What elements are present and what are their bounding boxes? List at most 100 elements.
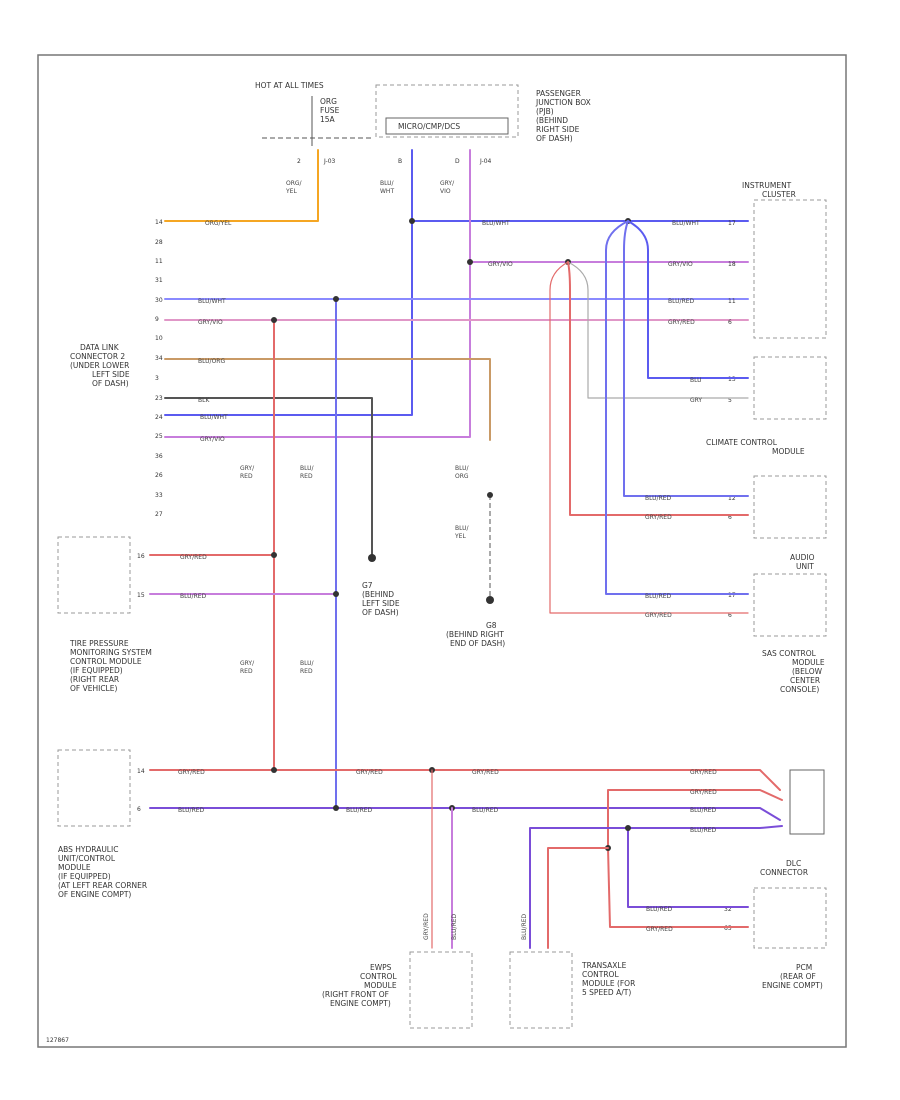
passenger-junction-box	[375, 84, 519, 138]
splice-abs-2	[333, 805, 339, 811]
wire-blu-red-audio	[605, 220, 749, 595]
wire-label-gry-vio: GRY/VIO	[440, 180, 455, 195]
svg-text:28: 28	[155, 239, 163, 246]
climate-box	[753, 475, 827, 539]
climate-pin-6: 6	[728, 514, 732, 521]
tpms-pin-16: 16	[137, 553, 145, 560]
splice-tpms-1	[271, 552, 277, 558]
svg-text:34: 34	[155, 355, 163, 362]
wire-gry-red-pcm	[607, 847, 749, 928]
cluster-pin-17: 17	[728, 220, 736, 227]
junction-inner-box	[385, 117, 509, 135]
wire-text-gry-vio-dlc: GRY/VIO	[200, 436, 225, 443]
wire-text-bus-blu-red-1: BLU/RED	[346, 807, 373, 814]
wire-label-blu-red-1: BLU/RED	[300, 465, 315, 480]
wire-org-yel	[164, 149, 319, 222]
wire-text-blu-org: BLU/ORG	[198, 358, 225, 365]
svg-text:27: 27	[155, 511, 163, 518]
wire-blu-red-dlc1-2	[529, 825, 783, 949]
wire-text-dlc1-3: BLU/RED	[690, 807, 717, 814]
wire-label-gry-red-2: GRY/RED	[240, 660, 255, 675]
wire-text-gry-sas: GRY	[690, 397, 702, 404]
wire-text-abs-blu-red: BLU/RED	[178, 807, 205, 814]
wire-text-gry-red-audio: GRY/RED	[645, 612, 672, 619]
wire-blu-red-pcm	[627, 827, 749, 908]
junction-inner-label: MICRO/CMP/DCS	[398, 122, 460, 131]
svg-text:23: 23	[155, 395, 163, 402]
splice-abs-1	[271, 767, 277, 773]
svg-text:30: 30	[155, 297, 163, 304]
wire-gry-red-bus	[149, 769, 781, 791]
wire-gry-red-audio	[549, 261, 749, 614]
svg-text:14: 14	[155, 219, 163, 226]
ground-g7	[368, 554, 376, 562]
wire-text-tcm-blu-red: BLU/RED	[521, 913, 528, 940]
wire-text-ewps-gry-red: GRY/RED	[423, 913, 430, 940]
wire-text-gry-red-tpms: GRY/RED	[180, 554, 207, 561]
wire-label-blu-org: BLU/ORG	[455, 465, 470, 480]
abs-box	[57, 749, 131, 827]
svg-text:36: 36	[155, 453, 163, 460]
wire-text-dlc1-1: GRY/RED	[690, 769, 717, 776]
wire-text-org-yel: ORG/YEL	[205, 220, 232, 227]
splice-6	[271, 317, 277, 323]
diagram-code: 127867	[46, 1037, 69, 1044]
pin-j03-num: 2	[297, 158, 301, 165]
wire-text-pcm-gry-red: GRY/RED	[646, 926, 673, 933]
wire-text-bus-gry-red-1: GRY/RED	[356, 769, 383, 776]
wire-text-dlc1-2: GRY/RED	[690, 789, 717, 796]
wire-label-blu-yel: BLU/YEL	[454, 525, 470, 540]
wire-text-blk: BLK	[198, 397, 210, 404]
cluster-pin-6: 6	[728, 319, 732, 326]
wire-label-blu-wht: BLU/WHT	[380, 180, 395, 195]
splice-3	[467, 259, 473, 265]
wire-text-blu-red-climate: BLU/RED	[645, 495, 672, 502]
splice-pcm-1	[625, 825, 631, 831]
svg-text:25: 25	[155, 433, 163, 440]
pcm-pin-65: 65	[724, 925, 732, 932]
svg-text:11: 11	[155, 258, 163, 265]
diagram-frame	[37, 54, 847, 1048]
wire-text-bus-gry-red-2: GRY/RED	[472, 769, 499, 776]
wire-text-dlc1-4: BLU/RED	[690, 827, 717, 834]
cluster-pin-11: 11	[728, 298, 736, 305]
pcm-pin-32: 32	[724, 906, 732, 913]
cluster-pin-18: 18	[728, 261, 736, 268]
wire-blu-org	[164, 358, 491, 441]
svg-text:24: 24	[155, 414, 163, 421]
dlc1-box	[789, 769, 825, 835]
wire-blu-wht-main	[164, 149, 413, 416]
wire-text-gry-vio-pin9: GRY/VIO	[198, 319, 223, 326]
tpms-box	[57, 536, 131, 614]
pin-j04-code: J-04	[479, 158, 492, 165]
pin-d: D	[455, 158, 460, 165]
wire-text-blu-wht-dlc: BLU/WHT	[200, 414, 228, 421]
wire-blu-red-bus	[149, 807, 781, 821]
svg-text:33: 33	[155, 492, 163, 499]
wire-text-blu-wht-pin30: BLU/WHT	[198, 298, 226, 305]
splice-g8	[487, 492, 493, 498]
wire-gry-sas	[567, 261, 749, 399]
wire-text-blu-wht-cluster: BLU/WHT	[482, 220, 510, 227]
wire-text-blu-wht-cluster-2: BLU/WHT	[672, 220, 700, 227]
splice-1	[409, 218, 415, 224]
sas-pin-5: 5	[728, 397, 732, 404]
wire-blk	[164, 397, 373, 556]
sas-module-box	[753, 356, 827, 420]
wire-text-gry-red-climate: GRY/RED	[645, 514, 672, 521]
climate-pin-12: 12	[728, 495, 736, 502]
wire-text-pcm-blu-red: BLU/RED	[646, 906, 673, 913]
svg-text:26: 26	[155, 472, 163, 479]
svg-text:9: 9	[155, 316, 159, 323]
wire-text-abs-gry-red: GRY/RED	[178, 769, 205, 776]
